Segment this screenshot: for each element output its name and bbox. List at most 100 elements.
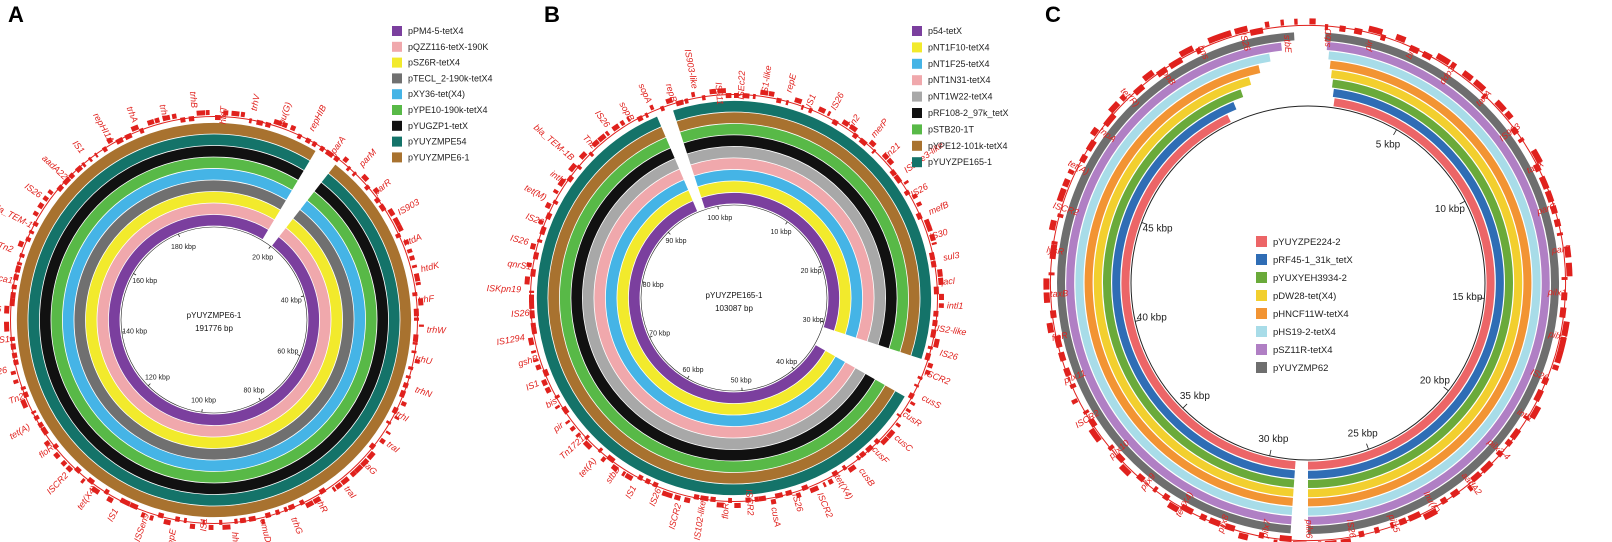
tick-label-15-kbp: 15 kbp (1452, 292, 1482, 303)
gene-block (637, 474, 644, 481)
rings-c (1043, 18, 1573, 542)
tick-mark (1393, 129, 1397, 136)
tick-label-140-kbp: 140 kbp (122, 328, 147, 335)
gene-block (917, 375, 923, 381)
gene-block (541, 378, 549, 387)
gene-label-is1-like: IS1-like (759, 65, 773, 96)
gene-block (591, 139, 600, 148)
gene-block (873, 438, 881, 445)
gene-block (80, 477, 86, 484)
tick-label-10-kbp: 10 kbp (770, 229, 791, 236)
gene-block (296, 133, 303, 140)
gene-block (907, 392, 915, 400)
ring-pyuxyeh3934-2-seg-0 (1307, 79, 1513, 488)
tick-label-20-kbp: 20 kbp (801, 268, 822, 275)
legend-label-pnt1f10-tetx4: pNT1F10-tetX4 (928, 42, 990, 52)
tick-label-35-kbp: 35 kbp (1180, 391, 1210, 402)
gene-label-is1294: IS1294 (496, 332, 526, 347)
gene-block (817, 106, 827, 114)
ring-pstb20-1t-seg-1 (680, 123, 909, 352)
gene-block (831, 118, 839, 127)
gene-block (822, 481, 827, 488)
gene-block (264, 512, 272, 519)
gene-block (394, 415, 400, 421)
ring-pnt1f25-tetx4-seg-1 (694, 169, 863, 338)
gene-label-is26: IS26 (909, 181, 930, 199)
gene-block (1544, 190, 1555, 203)
gene-label-trhu: trhU (414, 353, 433, 366)
legend-swatch-pype10-190k-tetx4 (392, 105, 402, 115)
gene-block (273, 118, 283, 127)
gene-block (412, 334, 419, 343)
gene-block (361, 173, 370, 182)
gene-label-trhi: trhI (394, 409, 411, 424)
gene-label-is2-like: IS2-like (936, 323, 967, 337)
gene-block (1048, 219, 1057, 231)
gene-block (129, 502, 139, 510)
gene-label-is1: IS1 (623, 484, 638, 501)
gene-label-stbd: stbD (1322, 28, 1334, 48)
gene-block (1237, 532, 1249, 541)
gene-block (90, 485, 101, 495)
gene-block (1161, 492, 1171, 502)
gene-block (576, 164, 583, 171)
gene-block (311, 140, 318, 148)
gene-block (162, 114, 171, 122)
gene-label-is26: IS26 (1238, 32, 1252, 52)
gene-block (1408, 44, 1420, 55)
legend-swatch-ptecl-2-190k-tetx4 (392, 73, 402, 84)
legend-swatch-prf45-1-31k-tetx (1256, 254, 1267, 265)
gene-block (535, 364, 542, 371)
gene-block (531, 326, 538, 335)
gene-block (1085, 139, 1097, 152)
gene-block (582, 440, 593, 450)
legend-swatch-pxy36-tet-x4 (392, 89, 402, 100)
gene-block (366, 450, 376, 461)
gene-block (1082, 409, 1090, 415)
gene-block (239, 517, 247, 524)
legend-label-phncf11w-tetx4: pHNCF11W-tetX4 (1273, 309, 1349, 320)
tick-mark (300, 295, 304, 298)
gene-label-is26: IS26 (509, 233, 529, 247)
gene-block (1559, 307, 1567, 318)
ring-pyuyzpe224-2-seg-0 (1307, 98, 1495, 470)
ring-pnt1f25-tetx4-seg-0 (605, 180, 845, 427)
gene-block (1407, 511, 1422, 522)
gene-label-is903: IS903 (396, 197, 421, 217)
gene-block (536, 238, 543, 244)
legend-swatch-pstb20-1t (912, 124, 922, 135)
gene-label-qacl: qacl (938, 276, 956, 287)
gene-block (1435, 52, 1451, 66)
legend-b: p54-tetXpNT1F10-tetX4pNT1F25-tetX4pNT1N3… (912, 26, 1009, 168)
tick-mark (133, 273, 137, 276)
gene-block (378, 203, 387, 212)
legend-swatch-psz11r-tetx4 (1256, 344, 1267, 355)
gene-block (1553, 218, 1562, 228)
backbone-circle (640, 204, 828, 392)
gene-block (408, 255, 416, 261)
gene-label-bis: bis (1404, 45, 1418, 60)
gene-block (1439, 496, 1449, 505)
legend-label-phs19-2-tetx4: pHS19-2-tetX4 (1273, 327, 1336, 338)
gene-block (413, 273, 421, 282)
gene-label-tet-a: tet(A) (8, 422, 32, 442)
ring-pnt1f10-tetx4-seg-0 (617, 190, 835, 415)
gene-block (933, 338, 940, 348)
gene-block (17, 240, 25, 248)
gene-label-qnrs1: qnrS1 (507, 258, 532, 271)
gene-block (1046, 322, 1055, 334)
gene-block (1504, 110, 1514, 121)
gene-block (189, 523, 196, 530)
gene-label-iscr2: ISCR2 (923, 368, 951, 387)
tick-label-50-kbp: 50 kbp (731, 378, 752, 385)
gene-label-flor: floR (720, 502, 731, 519)
ring-pyuxyeh3934-2-seg-1 (1103, 89, 1295, 488)
legend-label-ptecl-2-190k-tetx4: pTECL_2-190k-tetX4 (408, 73, 493, 83)
gene-block (10, 370, 17, 376)
gene-block (529, 242, 537, 250)
gene-block (851, 132, 859, 140)
gene-block (848, 124, 859, 133)
gene-label-isenca1: ISEnca1 (0, 269, 14, 285)
